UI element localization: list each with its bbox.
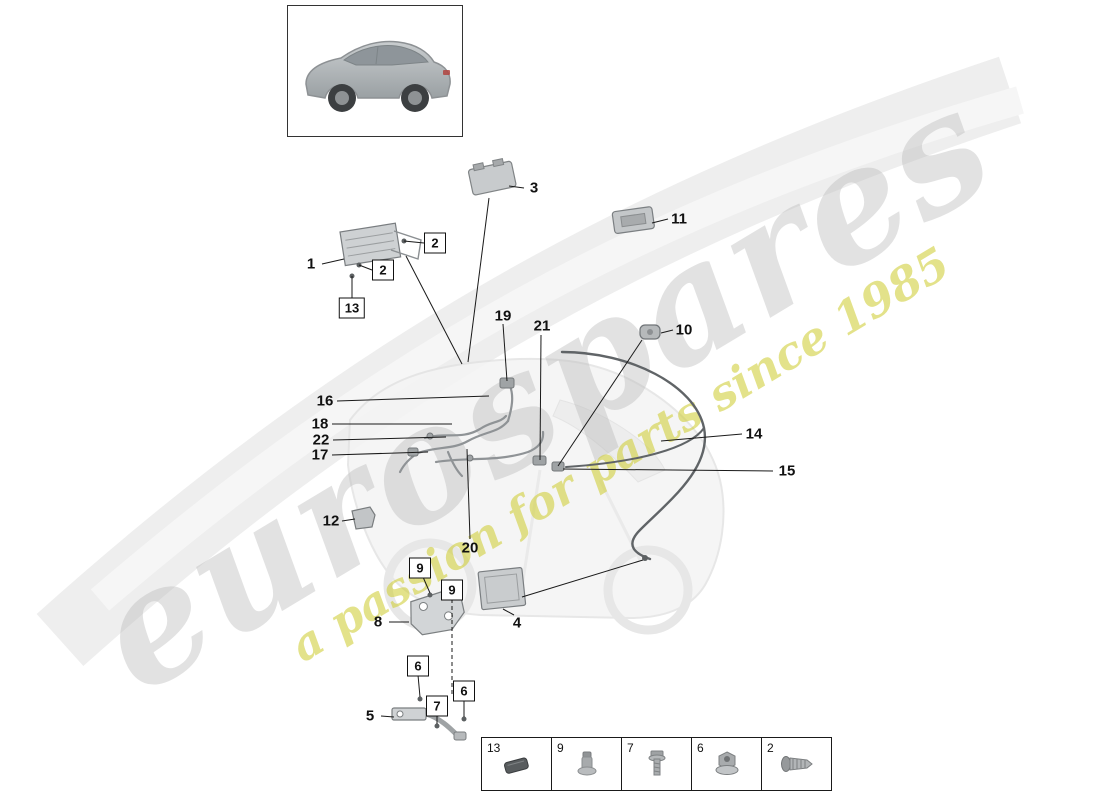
fastener-ref-box-7: 7: [426, 695, 448, 717]
wiring-harness-shape: [398, 384, 545, 478]
part-number-12: 12: [322, 512, 340, 530]
legend-part-number: 9: [557, 741, 564, 755]
part-3-shape: [467, 158, 517, 196]
leader-lines: [321, 185, 774, 724]
part-number-11: 11: [671, 210, 687, 228]
stud-icon: [577, 751, 596, 776]
legend-part-number: 2: [767, 741, 774, 755]
part-number-1: 1: [306, 255, 316, 273]
vehicle-thumbnail-box: [287, 5, 463, 137]
screw-icon: [780, 756, 813, 772]
part-number-16: 16: [316, 392, 334, 410]
grommet-icon: [503, 757, 529, 774]
part-1-bracket-shape: [390, 230, 422, 260]
legend-cell-2: 2: [762, 738, 831, 790]
part-number-10: 10: [675, 321, 693, 339]
part-number-4: 4: [512, 614, 522, 632]
part-10-shape: [639, 324, 661, 340]
part-number-3: 3: [529, 179, 539, 197]
legend-cell-13: 13: [482, 738, 552, 790]
fastener-ref-box-2: 2: [424, 232, 446, 254]
fastener-ref-box-2: 2: [372, 259, 394, 281]
part-number-19: 19: [494, 307, 512, 325]
part-11-shape: [611, 206, 655, 234]
legend-part-number: 6: [697, 741, 704, 755]
fastener-ref-box-6: 6: [453, 680, 475, 702]
legend-cell-6: 6: [692, 738, 762, 790]
legend-cell-7: 7: [622, 738, 692, 790]
part-number-5: 5: [365, 707, 375, 725]
fastener-ref-box-9: 9: [441, 579, 463, 601]
bolt-icon: [648, 750, 665, 776]
part-number-21: 21: [533, 317, 551, 335]
part-number-14: 14: [745, 425, 763, 443]
part-12-shape: [351, 506, 376, 530]
part-number-8: 8: [373, 613, 383, 631]
flange-nut-icon: [715, 751, 738, 775]
part-number-17: 17: [311, 446, 329, 464]
part-number-22: 22: [312, 431, 330, 449]
fastener-ref-box-6: 6: [407, 655, 429, 677]
fastener-legend: 13 9 7: [481, 737, 832, 791]
legend-part-number: 7: [627, 741, 634, 755]
fastener-ref-box-9: 9: [409, 557, 431, 579]
antenna-cable-shape: [560, 350, 707, 561]
part-number-18: 18: [311, 415, 329, 433]
swoosh-graphic: [36, 56, 1024, 667]
part-number-20: 20: [461, 539, 479, 557]
legend-part-number: 13: [487, 741, 501, 755]
part-number-15: 15: [778, 462, 796, 480]
vehicle-thumbnail-image: [305, 40, 451, 112]
legend-cell-9: 9: [552, 738, 622, 790]
fastener-ref-box-13: 13: [338, 297, 366, 319]
part-5-shape: [391, 707, 467, 741]
part-1-shape: [339, 222, 402, 267]
part-4-shape: [477, 566, 527, 611]
